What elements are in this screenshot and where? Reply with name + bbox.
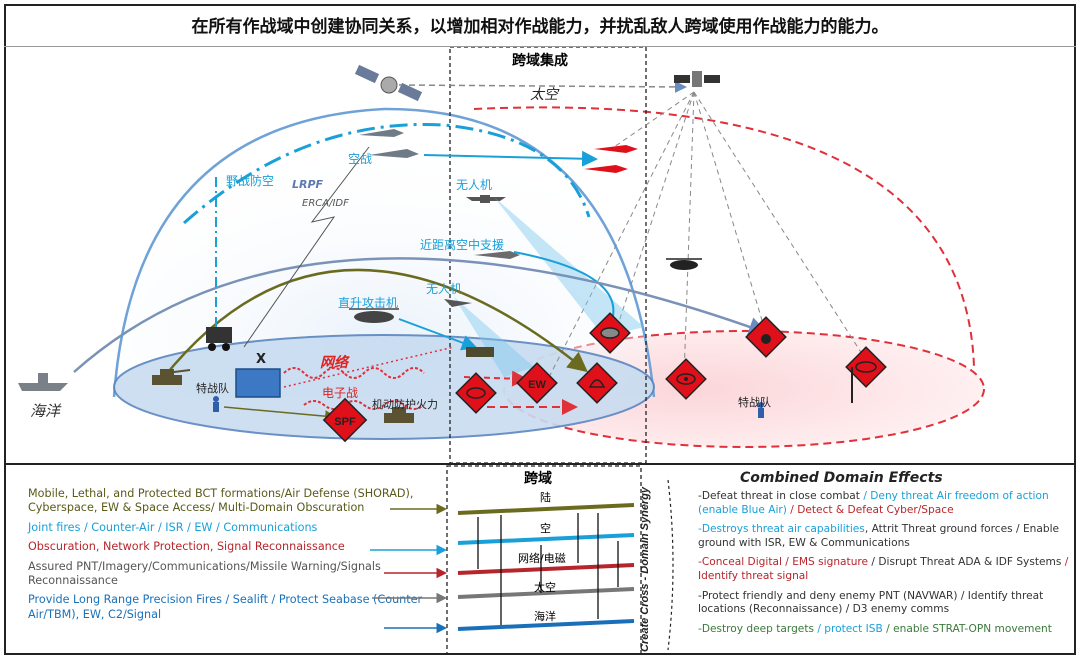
uav2-label: 无人机 — [426, 282, 463, 296]
effect-segment: -Destroy deep targets — [698, 622, 818, 635]
effect-segment: -Destroys threat air capabilities — [698, 523, 865, 536]
uav-label: 无人机 — [456, 178, 493, 192]
capability-item: Joint fires / Counter-Air / ISR / EW / C… — [28, 520, 318, 534]
title-divider — [4, 46, 1076, 47]
target-diamond-5 — [665, 358, 707, 400]
sof-right-label: 特战队 — [738, 396, 771, 409]
spf-diamond: SPF — [322, 397, 368, 443]
section-divider — [4, 463, 1076, 465]
capability-item: Mobile, Lethal, and Protected BCT format… — [28, 487, 414, 515]
lrpf-arc — [73, 257, 769, 373]
target-diamond-3 — [576, 362, 618, 404]
effect-segment: / protect ISB — [817, 622, 887, 635]
capability-arrows — [370, 503, 447, 634]
tank-icon — [152, 369, 191, 385]
battlefield-scene: SPF EW — [18, 47, 985, 463]
effect-item: -Conceal Digital / EMS signature / Disru… — [698, 556, 1076, 583]
layer-air: 空 — [540, 522, 551, 535]
target-diamond-1 — [455, 372, 497, 414]
cross-domain-title: 跨域 — [524, 471, 552, 487]
capability-item: Provide Long Range Precision Fires / Sea… — [28, 593, 423, 621]
friendly-ground-zone — [113, 334, 655, 440]
satellite-link — [398, 80, 687, 93]
effect-item: -Protect friendly and deny enemy PNT (NA… — [698, 590, 1076, 617]
ew-zh-label: 电子战 — [322, 386, 359, 400]
uav-icon — [466, 195, 506, 203]
target-diamond-7 — [845, 346, 887, 403]
effect-segment: / enable STRAT-OPN movement — [886, 622, 1052, 635]
erca-arc — [163, 268, 588, 378]
mobile-fires-label: 机动防护火力 — [372, 398, 438, 411]
ew-diamond: EW — [516, 362, 558, 404]
capabilities-list: Mobile, Lethal, and Protected BCT format… — [28, 487, 438, 627]
c2-node — [235, 368, 281, 398]
lrpf-label: LRPF — [292, 178, 324, 191]
uav2-icon — [444, 299, 472, 307]
mobile-fires-tank-icon — [384, 407, 414, 423]
air-defense-vehicle-icon — [206, 327, 232, 351]
diagram-title: 在所有作战域中创建协同关系，以增加相对作战能力，并扰乱敌人跨域使用作战能力的能力… — [191, 17, 889, 37]
air-combat-label: 空战 — [348, 152, 373, 166]
air-defense-arc — [183, 122, 591, 225]
layer-cyber-em: 网络/电磁 — [518, 552, 566, 565]
satellite-left-icon — [354, 64, 423, 102]
satellite-right-icon — [674, 71, 720, 87]
erca-label: ERCA/IDF — [302, 198, 349, 209]
capability-item: Assured PNT/Imagery/Communications/Missi… — [28, 559, 381, 588]
effect-segment: / Deny threat Air freedom of action (ena… — [698, 490, 1049, 516]
integration-label: 跨域集成 — [512, 53, 568, 69]
cas-aircraft-icon — [474, 251, 520, 259]
effect-segment: -Conceal Digital / EMS signature — [698, 556, 872, 569]
layer-space: 太空 — [534, 581, 556, 594]
x-mark: X — [256, 352, 267, 367]
effect-segment: , Attrit Threat ground forces / Enable g… — [698, 523, 1060, 549]
effect-segment: / Identify threat signal — [698, 556, 1069, 582]
effects-title: Combined Domain Effects — [740, 470, 943, 486]
space-label: 太空 — [530, 87, 558, 103]
integration-box — [449, 47, 647, 463]
effect-segment: -Defeat threat in close combat — [698, 490, 864, 502]
effect-segment: / Disrupt Threat ADA & IDF Systems — [871, 556, 1065, 569]
enemy-jets-icon — [584, 145, 638, 173]
sof-left-label: 特战队 — [196, 382, 229, 395]
enemy-helicopter-icon — [666, 258, 702, 270]
attack-heli-label: 直升攻击机 — [338, 296, 399, 310]
synergy-label: Create Cross - Domain Synergy — [639, 486, 651, 652]
layer-land: 陆 — [540, 491, 551, 504]
layer-ocean: 海洋 — [534, 610, 556, 623]
field-air-defense-label: 野战防空 — [226, 174, 275, 188]
ew-label: EW — [528, 379, 546, 391]
effect-item: -Defeat threat in close combat / Deny th… — [698, 490, 1076, 517]
sof-soldier-icon — [213, 396, 219, 412]
effect-item: -Destroys threat air capabilities, Attri… — [698, 523, 1076, 550]
friendly-dome — [112, 107, 656, 398]
effect-item: -Destroy deep targets / protect ISB / en… — [698, 623, 1076, 637]
effect-segment: / Detect & Defeat Cyber/Space — [790, 503, 954, 516]
cas-label: 近距离空中支援 — [420, 238, 505, 252]
friendly-jets-icon — [359, 129, 419, 158]
domain-layers-panel — [446, 465, 642, 655]
sof-soldier-right-icon — [758, 402, 764, 418]
hostile-dome-arc — [473, 106, 975, 368]
target-diamond-4 — [589, 312, 631, 354]
air-combat-arrow — [423, 150, 598, 167]
spf-label: SPF — [334, 416, 356, 428]
synergy-label-box: Create Cross - Domain Synergy — [639, 479, 674, 652]
attack-helicopter-icon — [349, 308, 399, 323]
ship-icon — [18, 373, 68, 391]
effects-list: -Defeat threat in close combat / Deny th… — [698, 490, 1076, 642]
capability-item: Obscuration, Network Protection, Signal … — [28, 540, 345, 554]
target-diamond-6 — [745, 316, 787, 358]
effect-segment: -Protect friendly and deny enemy PNT (NA… — [698, 589, 1044, 616]
network-label: 网络 — [320, 355, 348, 371]
ocean-label: 海洋 — [30, 402, 61, 420]
